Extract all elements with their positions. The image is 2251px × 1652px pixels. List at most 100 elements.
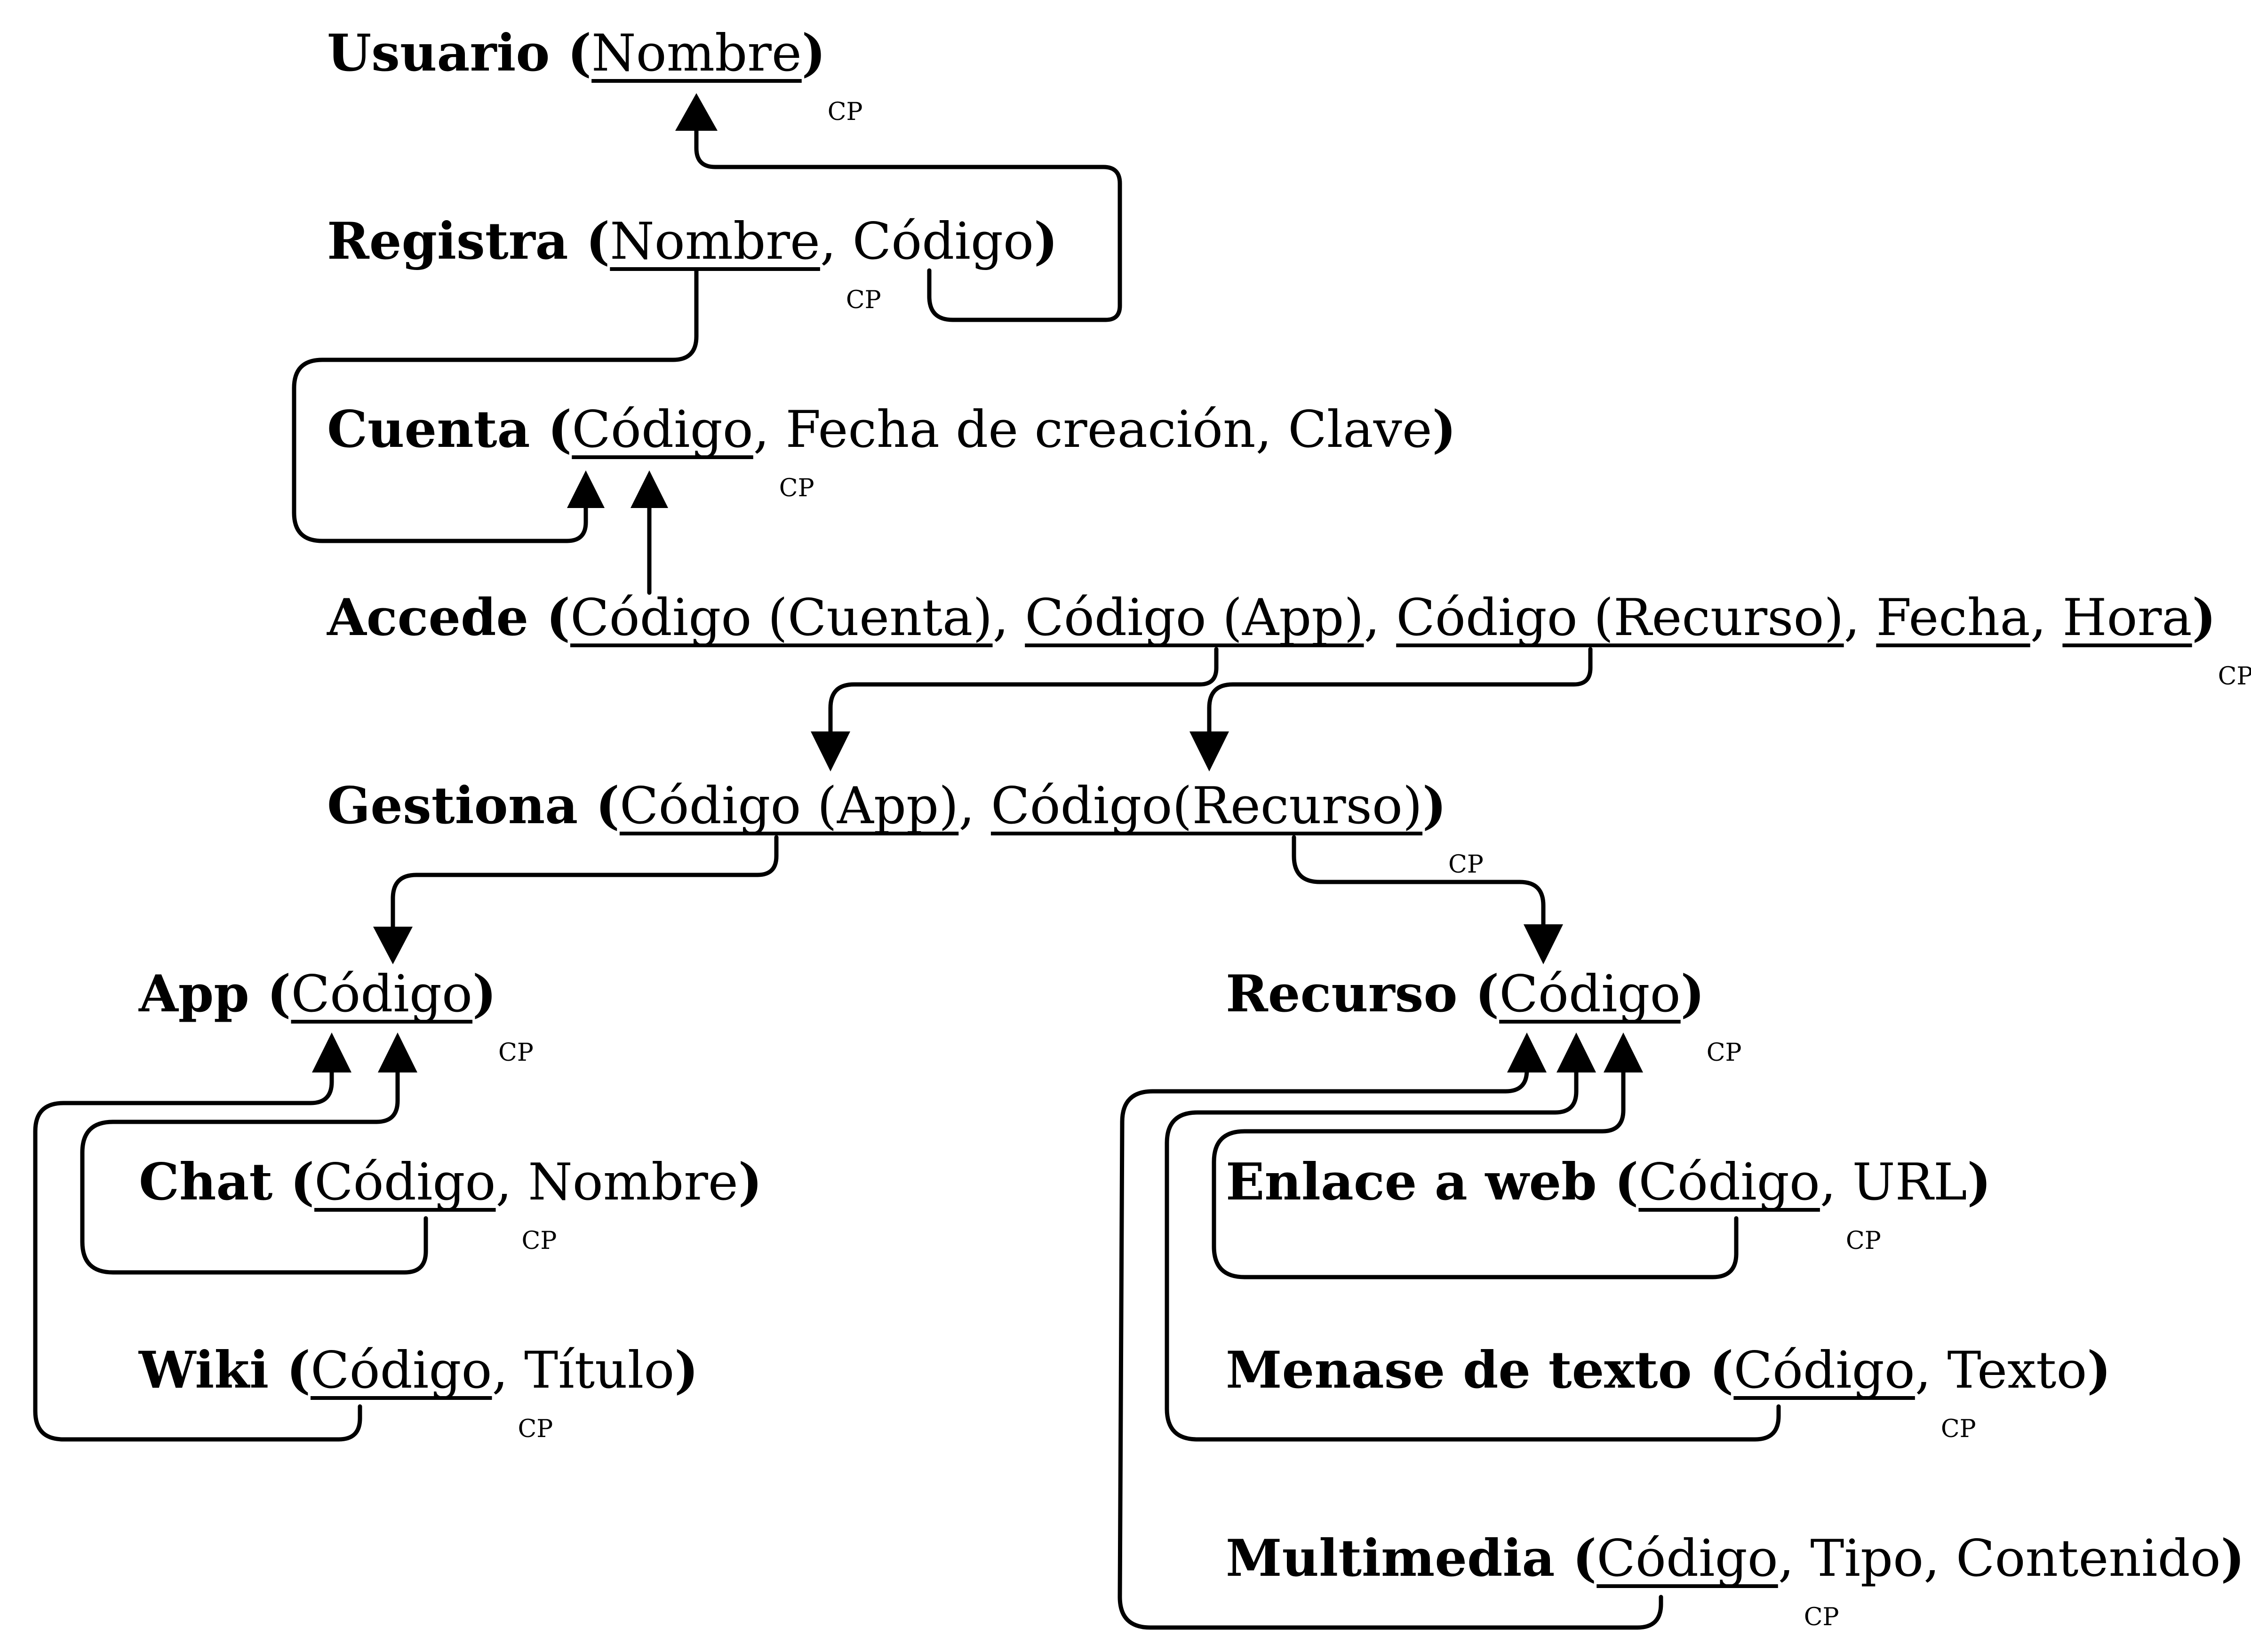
arrowhead-icon xyxy=(631,470,668,508)
separator: , xyxy=(993,588,1025,647)
arrowhead-icon xyxy=(1557,1032,1596,1072)
primary-key-attribute: Nombre xyxy=(610,212,820,271)
open-paren: ( xyxy=(1692,1341,1734,1400)
separator: , xyxy=(1778,1529,1811,1588)
primary-key-label: CP xyxy=(846,286,881,314)
fk-connector-multimedia-recurso xyxy=(1118,1068,1663,1630)
separator: , xyxy=(820,212,853,271)
primary-key-label: CP xyxy=(522,1227,557,1255)
relation-name: Gestiona xyxy=(327,776,578,835)
relation-name: Chat xyxy=(139,1152,272,1212)
relation-chat: Chat (Código, Nombre) CP xyxy=(139,1152,762,1255)
close-paren: ) xyxy=(2087,1341,2111,1400)
relation-app: App (Código)CP xyxy=(138,964,534,1067)
open-paren: ( xyxy=(249,964,291,1024)
primary-key-attribute: Código xyxy=(1733,1341,1915,1400)
arrowhead-icon xyxy=(811,731,850,771)
primary-key-attribute: Código xyxy=(572,400,753,459)
primary-key-label: CP xyxy=(828,98,863,126)
arrowhead-icon xyxy=(1604,1032,1643,1072)
primary-key-attribute: Código xyxy=(1638,1153,1820,1212)
fk-connector-gestiona-app xyxy=(391,835,779,929)
relation-line: Accede (Código (Cuenta), Código (App), C… xyxy=(327,588,2216,647)
primary-key-label: CP xyxy=(1707,1039,1742,1067)
relation-name: Cuenta xyxy=(327,400,530,459)
close-paren: ) xyxy=(802,24,826,83)
fk-connector-registra-usuario xyxy=(694,122,1122,322)
relation-line: Menase de texto (Código, Texto) xyxy=(1226,1341,2111,1400)
separator: , xyxy=(2030,588,2063,647)
close-paren: ) xyxy=(1967,1152,1991,1212)
relation-line: Chat (Código, Nombre) xyxy=(139,1152,762,1212)
close-paren: ) xyxy=(472,964,496,1024)
separator: , xyxy=(1820,1153,1852,1212)
separator: , xyxy=(492,1341,524,1400)
primary-key-label: CP xyxy=(1941,1415,1976,1443)
attribute: Tipo xyxy=(1810,1529,1924,1588)
separator: , xyxy=(496,1153,528,1212)
close-paren: ) xyxy=(1681,964,1705,1024)
relation-line: App (Código) xyxy=(138,964,496,1024)
primary-key-attribute: Código xyxy=(291,965,473,1024)
relation-registra: Registra (Nombre, Código)CP xyxy=(327,212,1058,314)
separator: , xyxy=(958,777,991,835)
attribute: Clave xyxy=(1288,400,1432,459)
open-paren: ( xyxy=(550,24,591,83)
open-paren: ( xyxy=(1555,1529,1597,1588)
primary-key-attribute: Código (Cuenta) xyxy=(570,588,993,647)
relation-line: Usuario (Nombre) xyxy=(327,24,826,83)
relation-line: Cuenta (Código, Fecha de creación, Clave… xyxy=(327,400,1456,459)
fk-connector-enlace-recurso xyxy=(1212,1070,1739,1279)
relation-enlace: Enlace a web (Código, URL)CP xyxy=(1226,1152,1991,1255)
separator: , xyxy=(1915,1341,1948,1400)
relation-wiki: Wiki (Código, Título) CP xyxy=(138,1341,698,1443)
separator: , xyxy=(1256,400,1288,459)
primary-key-attribute: Código xyxy=(311,1341,492,1400)
fk-connector-gestiona-recurso xyxy=(1292,835,1546,927)
relation-line: Gestiona (Código (App), Código(Recurso)) xyxy=(327,776,1446,835)
attribute: URL xyxy=(1852,1153,1967,1212)
arrowhead-icon xyxy=(1507,1032,1547,1072)
relation-accede: Accede (Código (Cuenta), Código (App), C… xyxy=(327,588,2251,691)
relation-name: Wiki xyxy=(138,1341,269,1400)
primary-key-attribute: Código (Recurso) xyxy=(1396,588,1844,647)
attribute: Nombre xyxy=(528,1153,738,1212)
separator: , xyxy=(1364,588,1397,647)
open-paren: ( xyxy=(272,1152,314,1212)
relation-name: Recurso xyxy=(1226,964,1458,1024)
close-paren: ) xyxy=(1034,212,1058,271)
primary-key-attribute: Código (App) xyxy=(1025,588,1364,647)
open-paren: ( xyxy=(1458,964,1500,1024)
fk-connector-wiki-app xyxy=(33,1070,362,1442)
open-paren: ( xyxy=(528,588,570,647)
open-paren: ( xyxy=(530,400,572,459)
primary-key-label: CP xyxy=(1846,1227,1881,1255)
primary-key-attribute: Código(Recurso) xyxy=(991,777,1422,835)
fk-connector-chat-app xyxy=(80,1070,428,1275)
primary-key-label: CP xyxy=(518,1415,553,1443)
relation-name: Accede xyxy=(327,588,528,647)
fk-connector-mensaje-recurso xyxy=(1165,1070,1781,1442)
relation-line: Wiki (Código, Título) xyxy=(138,1341,698,1400)
primary-key-label: CP xyxy=(1448,850,1484,879)
primary-key-attribute: Código xyxy=(1596,1529,1778,1588)
relation-name: Usuario xyxy=(327,24,550,83)
arrowhead-icon xyxy=(312,1032,351,1072)
arrowhead-icon xyxy=(567,470,605,508)
primary-key-attribute: Código xyxy=(1499,965,1681,1024)
separator: , xyxy=(753,400,786,459)
relation-gestiona: Gestiona (Código (App), Código(Recurso))… xyxy=(327,776,1484,879)
relation-name: App xyxy=(138,964,249,1024)
close-paren: ) xyxy=(2221,1529,2245,1588)
primary-key-attribute: Código xyxy=(314,1153,496,1212)
attribute: Texto xyxy=(1948,1341,2087,1400)
arrowhead-icon xyxy=(675,93,718,131)
relation-line: Recurso (Código) xyxy=(1226,964,1705,1024)
close-paren: ) xyxy=(1422,776,1446,835)
relation-name: Enlace a web xyxy=(1226,1152,1597,1212)
primary-key-label: CP xyxy=(779,474,814,502)
fk-connector-accede-gestiona-recurso xyxy=(1207,647,1593,734)
primary-key-attribute: Fecha xyxy=(1876,588,2030,647)
arrowhead-icon xyxy=(1189,731,1229,771)
